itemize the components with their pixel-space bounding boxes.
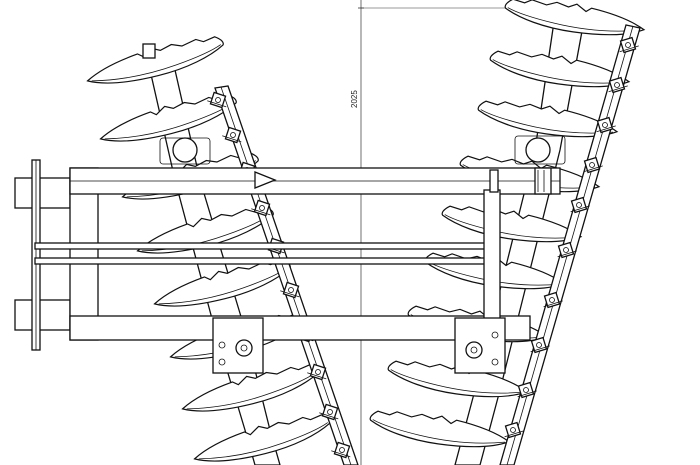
main-frame (14, 159, 561, 374)
right-disc-gang (367, 0, 647, 465)
dimension-label: 2025 (350, 90, 359, 108)
